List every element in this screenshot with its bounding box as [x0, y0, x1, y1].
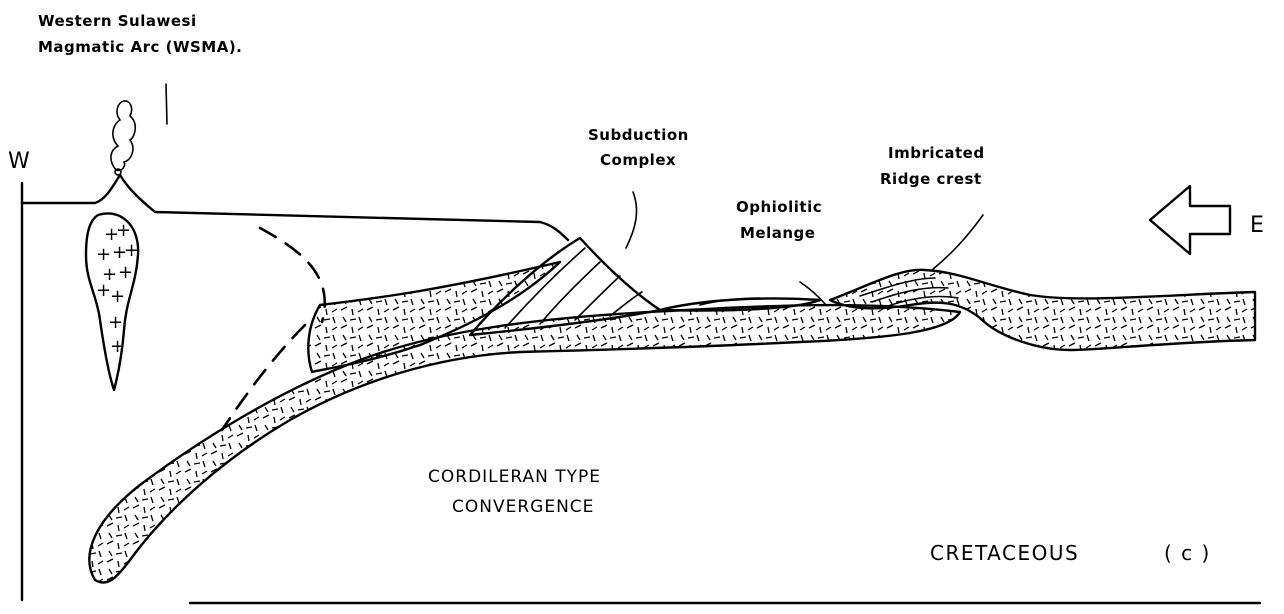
imbricated-pointer-line	[932, 215, 983, 270]
imbricated-label-line2: Ridge crest	[880, 170, 982, 188]
wsma-label-line1: Western Sulawesi	[38, 12, 197, 30]
imbricated-label-line1: Imbricated	[888, 144, 985, 162]
west-label: W	[8, 149, 30, 174]
wsma-pointer-line	[166, 84, 167, 124]
subducting-slab	[89, 305, 960, 582]
ophiolitic-label-line2: Melange	[740, 224, 815, 242]
subduction-pointer-line	[626, 192, 637, 248]
period-label: CRETACEOUS	[930, 541, 1079, 565]
svg-text:+: +	[118, 262, 133, 283]
convergence-arrow-icon	[1150, 186, 1230, 254]
volcanic-plume-icon	[111, 101, 135, 175]
svg-text:+: +	[108, 312, 123, 333]
dashed-fault-upper	[260, 228, 325, 322]
svg-text:+: +	[96, 280, 111, 301]
east-label: E	[1250, 213, 1264, 238]
convergence-label-line1: CORDILERAN TYPE	[428, 467, 601, 487]
svg-text:+: +	[110, 286, 125, 307]
svg-text:+: +	[124, 240, 139, 261]
svg-text:+: +	[116, 220, 131, 241]
convergence-label-line2: CONVERGENCE	[452, 497, 594, 517]
pluton-body: + + + + + + + + + + +	[86, 213, 139, 390]
panel-label: ( c )	[1164, 541, 1211, 565]
wsma-label-line2: Magmatic Arc (WSMA).	[38, 38, 242, 56]
ophiolitic-label-line1: Ophiolitic	[736, 198, 822, 216]
svg-text:+: +	[96, 244, 111, 265]
subduction-label-line2: Complex	[600, 151, 676, 169]
subduction-label-line1: Subduction	[588, 126, 689, 144]
svg-text:+: +	[110, 336, 125, 357]
